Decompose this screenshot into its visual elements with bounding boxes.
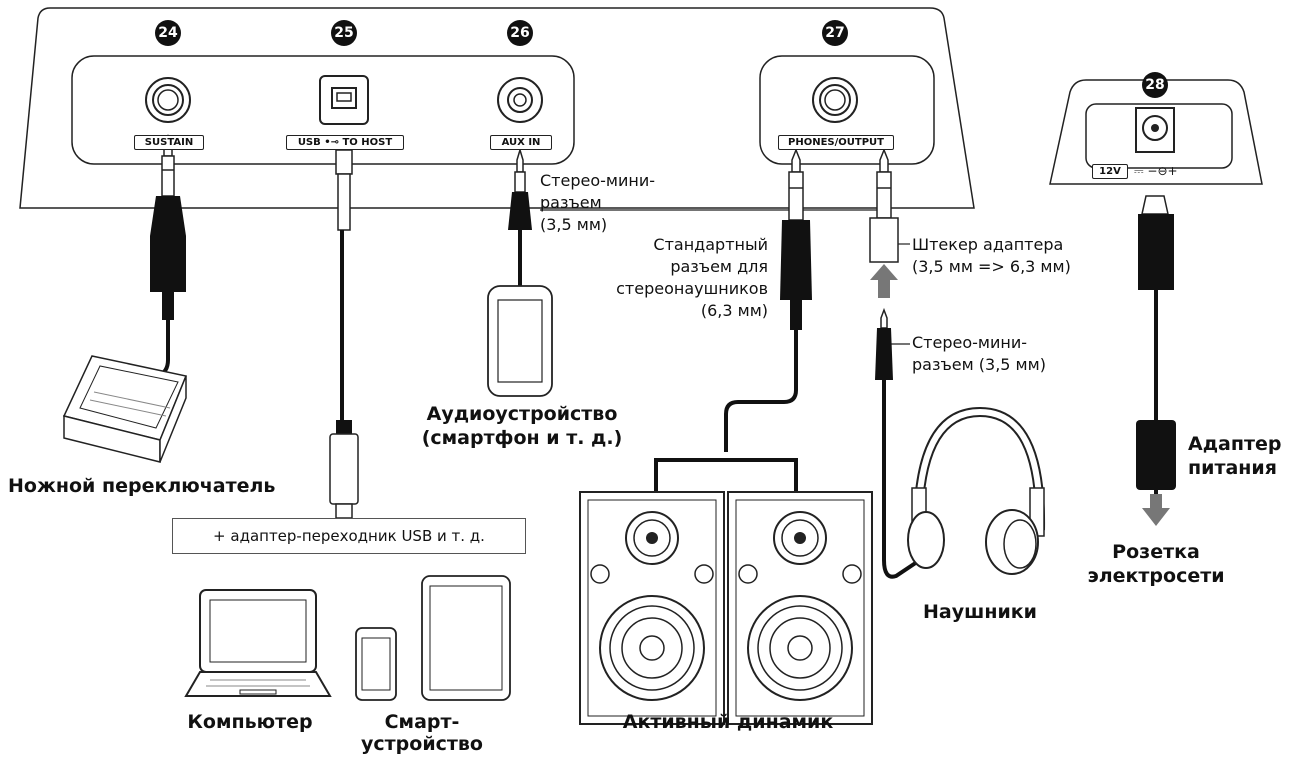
standard-phones-plug	[780, 147, 812, 330]
power-plug	[1138, 195, 1174, 420]
number-badge-24: 24	[155, 20, 181, 46]
headphone-cable	[882, 380, 922, 579]
standard-jack-label-2: разъем для	[670, 257, 768, 276]
up-arrow-icon	[870, 264, 898, 298]
laptop-icon	[184, 589, 332, 697]
smart-device-title-1: Смарт-	[384, 711, 460, 733]
number-badge-25: 25	[331, 20, 357, 46]
usb-port	[319, 75, 369, 125]
tablet-icon	[421, 575, 511, 701]
stereo-mini-jack-label-1: Стерео-мини-	[540, 171, 655, 190]
usb-cable	[329, 149, 359, 519]
headphones-title: Наушники	[923, 601, 1037, 623]
power-adapter-title-1: Адаптер	[1188, 433, 1282, 455]
headphones-icon	[907, 406, 1046, 575]
adapter-plug-label-1: Штекер адаптера	[912, 235, 1064, 254]
sustain-plug	[150, 133, 186, 320]
adapter-plug-label-2: (3,5 мм => 6,3 мм)	[912, 257, 1071, 276]
usb-adapter-note: + адаптер-переходник USB и т. д.	[172, 518, 526, 554]
stereo-mini-jack-label-2: разъем	[540, 193, 602, 212]
sustain-port-label: SUSTAIN	[134, 135, 204, 150]
stereo-mini-jack-label-3: (3,5 мм)	[540, 215, 608, 234]
mini-plug-headphones	[875, 307, 893, 380]
power-12v-label: 12V	[1092, 164, 1128, 179]
adapter-plug	[869, 147, 899, 263]
pedal-cable	[157, 320, 170, 378]
sustain-jack	[145, 77, 191, 123]
down-arrow-icon	[1142, 494, 1170, 526]
computer-title: Компьютер	[187, 711, 313, 733]
audio-device-title-1: Аудиоустройство	[426, 403, 618, 425]
active-speaker-title: Активный динамик	[622, 711, 834, 733]
speaker-cable	[654, 330, 798, 492]
standard-jack-label-4: (6,3 мм)	[700, 301, 768, 320]
headphone-mini-jack-label-2: разъем (3,5 мм)	[912, 355, 1046, 374]
footswitch-title: Ножной переключатель	[8, 475, 276, 497]
number-badge-28: 28	[1142, 72, 1168, 98]
phones-output-jack	[812, 77, 858, 123]
headphone-mini-jack-label-1: Стерео-мини-	[912, 333, 1027, 352]
smart-device-title-2: устройство	[361, 733, 483, 755]
aux-in-port-label: AUX IN	[490, 135, 552, 150]
power-adapter-icon	[1136, 420, 1176, 494]
audio-device-title-2: (смартфон и т. д.)	[421, 427, 623, 449]
audio-device-icon	[487, 285, 553, 397]
aux-in-jack	[497, 77, 543, 123]
standard-jack-label-3: стереонаушников	[616, 279, 768, 298]
number-badge-27: 27	[822, 20, 848, 46]
standard-jack-label-1: Стандартный	[653, 235, 768, 254]
phones-output-port-label: PHONES/OUTPUT	[778, 135, 894, 150]
outlet-title-1: Розетка	[1112, 541, 1200, 563]
speaker-right-icon	[727, 491, 873, 725]
foot-pedal-icon	[62, 355, 188, 463]
usb-port-label: USB •⊸ TO HOST	[286, 135, 404, 150]
dc-in-jack	[1135, 107, 1175, 153]
smartphone-icon	[355, 627, 397, 701]
number-badge-26: 26	[507, 20, 533, 46]
power-adapter-title-2: питания	[1188, 457, 1277, 479]
speaker-left-icon	[579, 491, 725, 725]
outlet-title-2: электросети	[1087, 565, 1225, 587]
aux-cable	[508, 147, 532, 286]
power-polarity-symbol: ⎓ −⊖+	[1134, 164, 1178, 178]
